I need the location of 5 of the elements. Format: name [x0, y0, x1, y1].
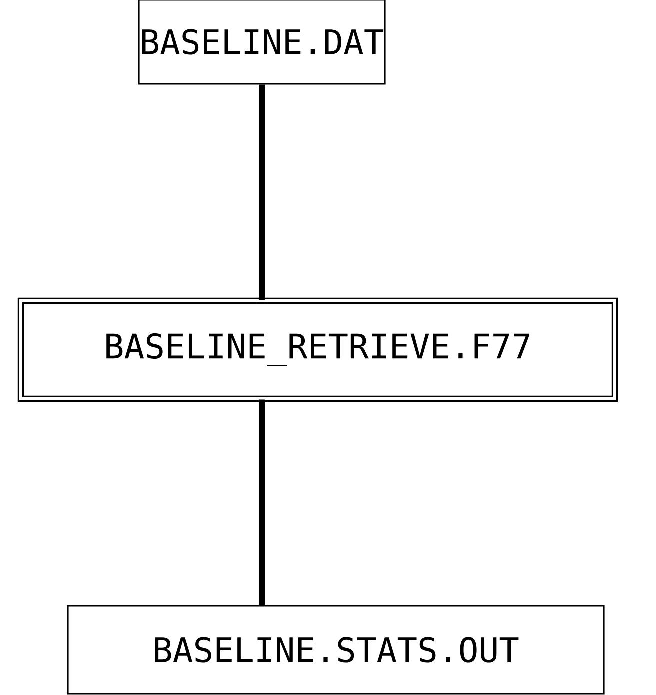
file-box: BASELINE.DAT: [138, 0, 386, 85]
connector-line: [259, 400, 265, 606]
file-box: BASELINE_RETRIEVE.F77: [18, 298, 618, 402]
file-box: BASELINE.STATS.OUT: [67, 605, 605, 695]
connector-line: [259, 84, 265, 300]
